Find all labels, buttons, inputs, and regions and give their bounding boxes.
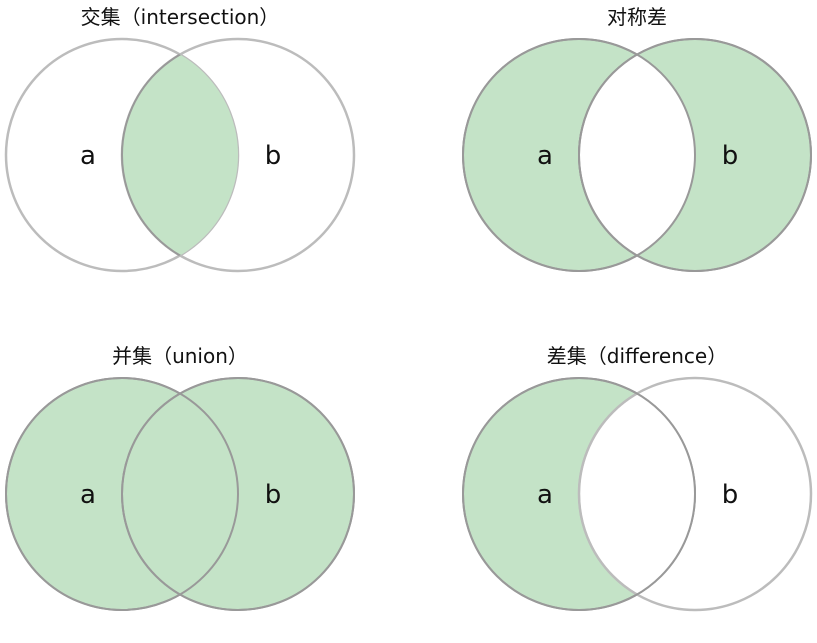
- panel-title: 并集（union）: [112, 344, 248, 368]
- set-a-label: a: [537, 141, 553, 171]
- set-a-outline: [5, 377, 239, 611]
- panel-title: 交集（intersection）: [80, 5, 280, 29]
- venn-diagram-symmetric-difference: a b: [462, 38, 812, 272]
- set-b-label: b: [722, 141, 739, 171]
- set-a-outline: [462, 38, 696, 272]
- intersection-region: [121, 39, 238, 271]
- panel-title: 差集（difference）: [546, 344, 728, 368]
- set-a-outline: [462, 377, 696, 611]
- venn-diagram-union: a b: [5, 377, 355, 611]
- set-b-label: b: [722, 480, 739, 510]
- set-a-label: a: [80, 480, 96, 510]
- venn-panel-intersection: 交集（intersection） a b: [0, 4, 360, 304]
- venn-diagram-intersection: a b: [4, 37, 356, 273]
- set-a-label: a: [537, 480, 553, 510]
- venn-diagram-difference: a b: [462, 376, 813, 612]
- set-b-label: b: [265, 480, 282, 510]
- panel-title: 对称差: [607, 5, 667, 29]
- set-b-outline: [578, 38, 812, 272]
- venn-panel-union: 并集（union） a b: [0, 343, 360, 643]
- venn-panel-difference: 差集（difference） a b: [457, 343, 817, 643]
- venn-panel-symmetric-difference: 对称差 a b: [457, 4, 817, 304]
- set-b-label: b: [265, 141, 282, 171]
- set-b-circle: [577, 376, 813, 612]
- set-a-label: a: [80, 141, 96, 171]
- set-b-outline: [121, 377, 355, 611]
